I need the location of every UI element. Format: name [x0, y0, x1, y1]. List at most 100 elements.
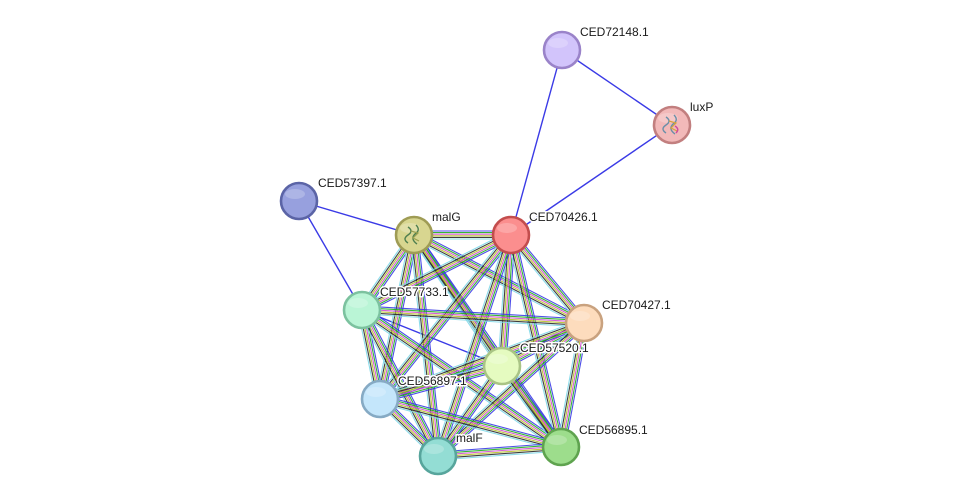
edge-evidence-line — [363, 238, 514, 315]
edge-evidence-line — [362, 235, 512, 312]
edge-CED57397.1-CED57733.1[interactable] — [298, 200, 363, 311]
edge-evidence-line — [435, 234, 510, 456]
edge-evidence-line — [499, 234, 510, 366]
node-label-CED56895.1: CED56895.1 — [579, 423, 648, 437]
edge-CED57520.1-CED56897.1[interactable] — [378, 361, 504, 404]
edge-evidence-line — [438, 450, 562, 461]
edge-evidence-line — [379, 399, 561, 449]
node-CED56897.1[interactable] — [360, 379, 400, 419]
node-highlight — [285, 189, 305, 199]
node-label-CED56897.1: CED56897.1 — [398, 374, 467, 388]
node-highlight — [366, 387, 386, 397]
edge-CED70427.1-malF[interactable] — [434, 319, 588, 460]
edge-evidence-line — [377, 234, 413, 399]
edge-evidence-line — [513, 232, 588, 321]
node-highlight — [424, 444, 444, 454]
edge-evidence-line — [380, 367, 503, 402]
edge-luxP-CED70426.1[interactable] — [510, 124, 673, 236]
node-CED57520.1[interactable] — [482, 346, 522, 386]
edge-evidence-line — [415, 233, 564, 446]
protein-structure-icon — [662, 114, 679, 135]
edge-evidence-line — [411, 238, 583, 328]
edge-evidence-line — [437, 322, 584, 456]
edge-evidence-line — [361, 310, 584, 325]
node-circle[interactable] — [542, 30, 582, 70]
edge-evidence-line — [507, 237, 582, 326]
edge-evidence-line — [380, 394, 563, 444]
edge-CED70426.1-malF[interactable] — [433, 233, 516, 458]
node-CED70427.1[interactable] — [564, 303, 604, 343]
edge-CED56897.1-CED56895.1[interactable] — [378, 394, 563, 452]
edge-evidence-line — [440, 325, 588, 460]
edges-layer — [298, 49, 673, 461]
edge-evidence-line — [362, 307, 585, 322]
node-circle[interactable] — [564, 303, 604, 343]
edge-evidence-line — [380, 396, 562, 446]
node-circle[interactable] — [418, 436, 458, 476]
edge-evidence-line — [376, 232, 509, 397]
node-circle[interactable] — [541, 427, 581, 467]
node-malF[interactable] — [418, 436, 458, 476]
edge-evidence-line — [359, 310, 437, 458]
edge-CED57733.1-malF[interactable] — [357, 307, 443, 459]
edge-CED72148.1-CED70426.1[interactable] — [510, 49, 563, 236]
edge-evidence-line — [439, 324, 586, 459]
edge-CED70426.1-CED56895.1[interactable] — [506, 233, 566, 449]
edge-evidence-line — [378, 402, 561, 452]
edge-evidence-line — [438, 447, 562, 458]
node-label-malF: malF — [456, 431, 483, 445]
node-CED56895.1[interactable] — [541, 427, 581, 467]
node-label-CED72148.1: CED72148.1 — [580, 25, 649, 39]
node-CED72148.1[interactable] — [542, 30, 582, 70]
edge-evidence-line — [511, 234, 563, 447]
edge-CED70426.1-CED57733.1[interactable] — [359, 230, 514, 315]
edge-evidence-line — [556, 322, 581, 447]
edge-evidence-line — [500, 234, 511, 366]
node-label-CED57397.1: CED57397.1 — [318, 176, 387, 190]
node-circle[interactable] — [342, 290, 382, 330]
node-circle[interactable] — [491, 215, 531, 255]
edge-evidence-line — [415, 230, 587, 320]
edge-CED57397.1-malG[interactable] — [298, 200, 415, 236]
edge-evidence-line — [378, 361, 502, 396]
node-circle[interactable] — [360, 379, 400, 419]
node-CED57733.1[interactable] — [342, 290, 382, 330]
edge-evidence-line — [380, 369, 504, 404]
edge-evidence-line — [380, 397, 562, 447]
node-highlight — [497, 223, 517, 233]
edge-evidence-line — [559, 322, 584, 447]
edge-malF-CED56895.1[interactable] — [437, 442, 562, 461]
node-malG[interactable] — [394, 215, 434, 255]
edge-CED57733.1-CED70427.1[interactable] — [361, 305, 585, 328]
edge-evidence-line — [436, 320, 583, 455]
edge-CED70427.1-CED56895.1[interactable] — [556, 322, 589, 448]
edge-evidence-line — [558, 322, 583, 447]
edge-evidence-line — [359, 230, 510, 307]
edge-evidence-line — [437, 442, 561, 453]
edge-evidence-line — [438, 448, 562, 459]
node-luxP[interactable] — [652, 105, 692, 145]
edge-evidence-line — [561, 323, 586, 448]
edge-evidence-line — [441, 236, 516, 458]
nodes-layer — [279, 30, 692, 476]
edge-evidence-line — [362, 308, 585, 323]
edge-evidence-line — [380, 366, 503, 401]
edge-evidence-line — [438, 235, 513, 457]
node-highlight — [570, 311, 590, 321]
node-highlight — [547, 435, 567, 445]
edge-evidence-line — [378, 320, 584, 398]
edge-evidence-line — [365, 307, 443, 455]
edge-evidence-line — [436, 234, 511, 456]
edge-evidence-line — [378, 234, 511, 399]
edge-evidence-line — [509, 235, 561, 448]
edge-evidence-line — [360, 232, 511, 309]
node-CED57397.1[interactable] — [279, 181, 319, 221]
edge-evidence-line — [434, 319, 582, 454]
edge-evidence-line — [357, 311, 435, 459]
node-CED70426.1[interactable] — [491, 215, 531, 255]
edge-evidence-line — [438, 323, 585, 457]
node-circle[interactable] — [482, 346, 522, 386]
edge-CED72148.1-luxP[interactable] — [561, 49, 673, 126]
node-circle[interactable] — [279, 181, 319, 221]
